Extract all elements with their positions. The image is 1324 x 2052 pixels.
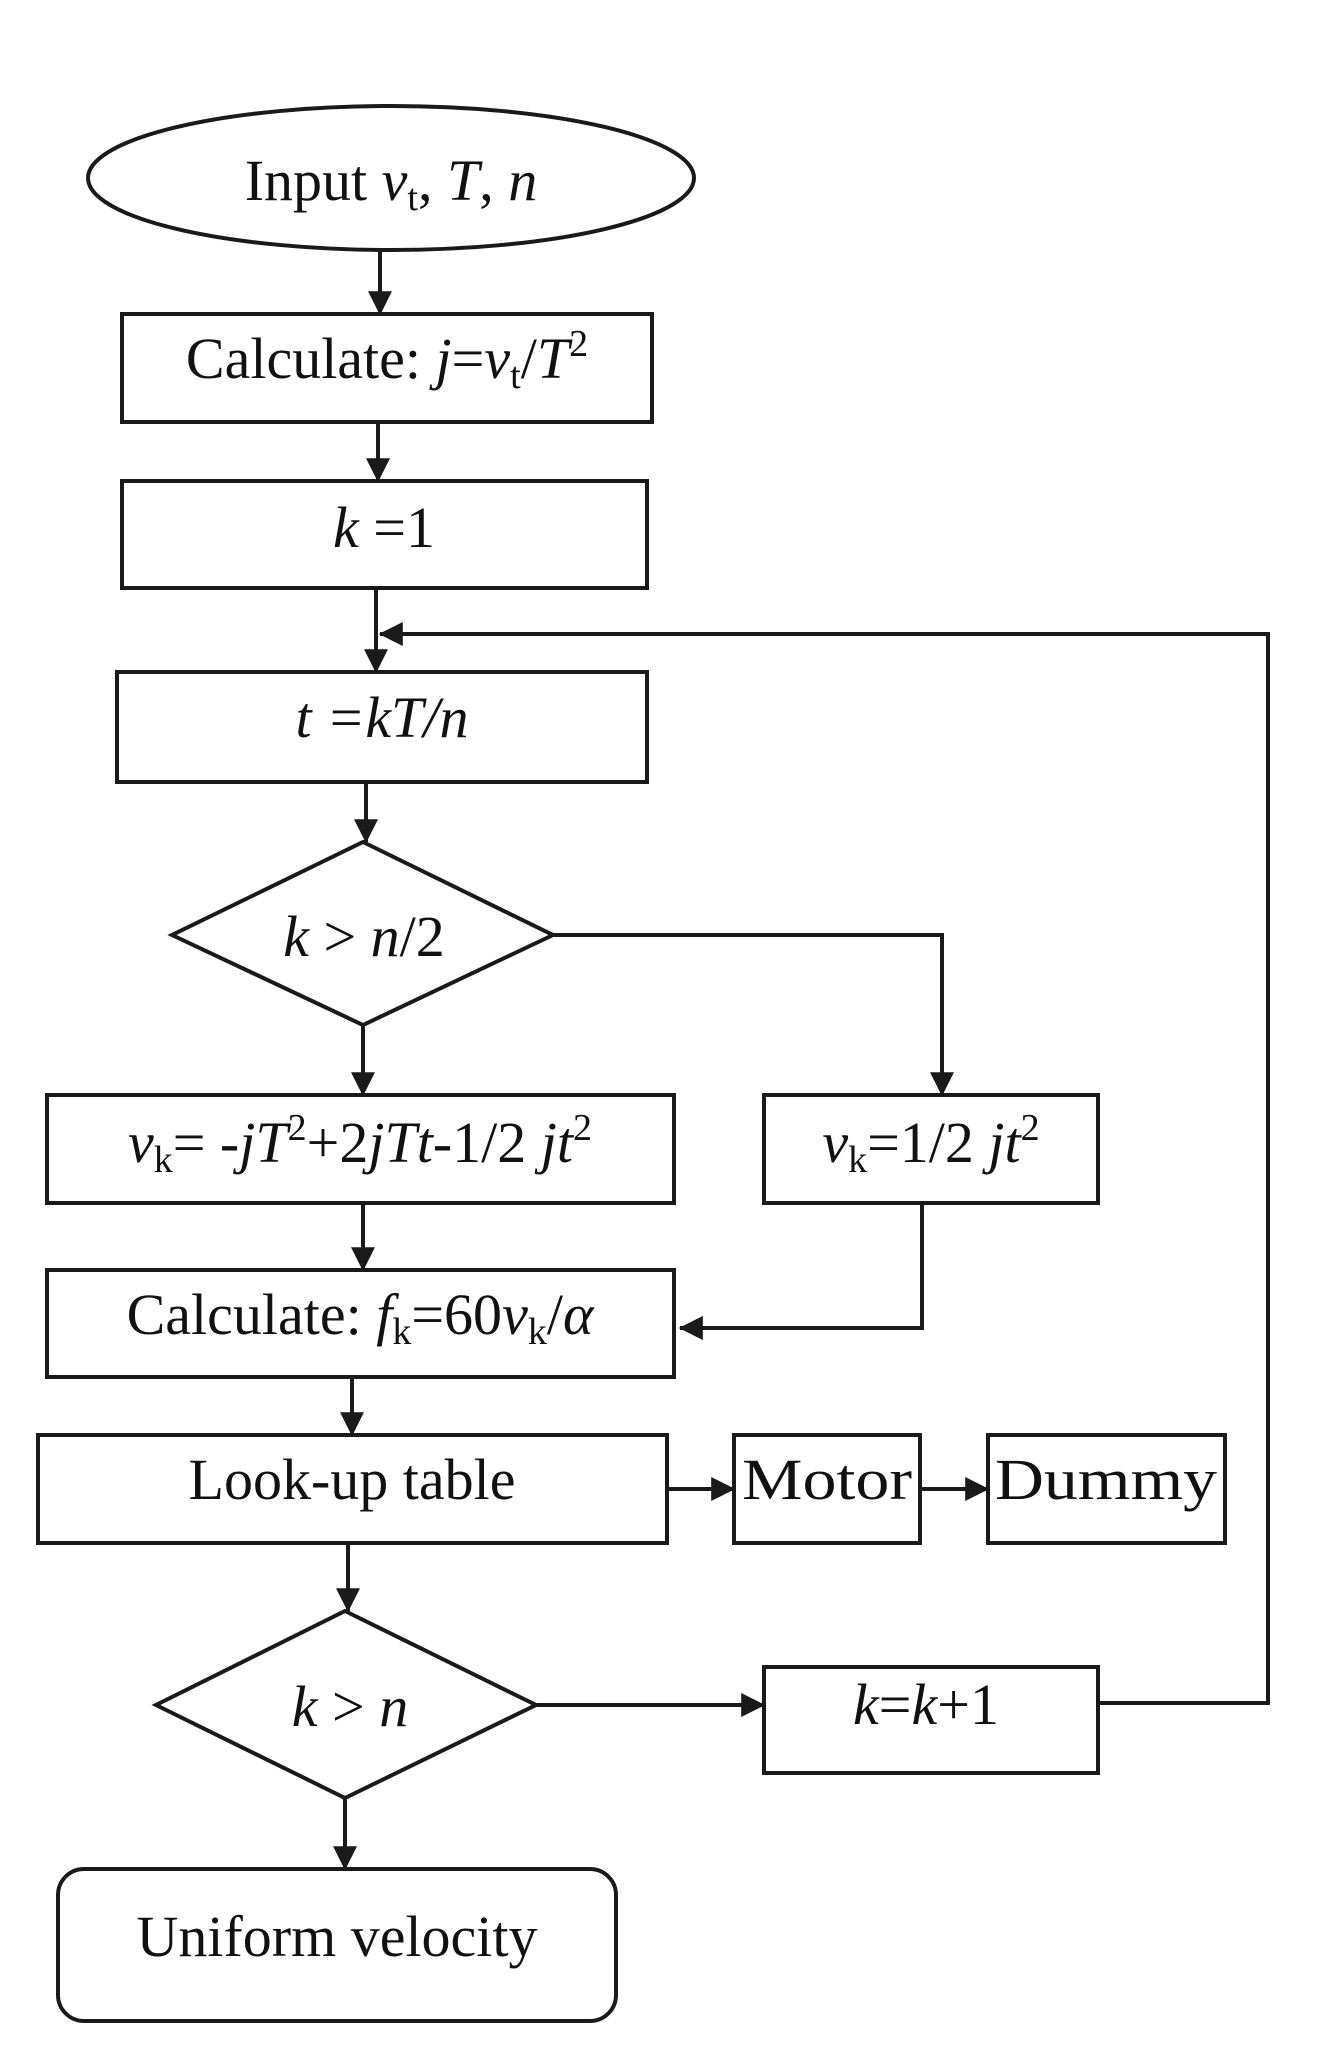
svg-text:Uniform velocity: Uniform velocity <box>136 1904 537 1969</box>
arrow-vk-accel-to-calc-f <box>678 1203 924 1340</box>
dummy-box: Dummy <box>986 1433 1227 1545</box>
svg-text:k > n: k > n <box>292 1674 408 1739</box>
svg-text:vk=1/2 jt2: vk=1/2 jt2 <box>822 1107 1039 1181</box>
svg-text:Calculate: j=vt/T2: Calculate: j=vt/T2 <box>186 323 588 397</box>
end-node: Uniform velocity <box>56 1867 618 2023</box>
arrow-cond-half-to-vk-accel <box>553 933 954 1097</box>
svg-text:Input vt, T, n: Input vt, T, n <box>245 148 538 219</box>
motor-box: Motor <box>732 1433 922 1545</box>
svg-text:t =kT/n: t =kT/n <box>296 685 469 750</box>
calculate-jerk-box: Calculate: j=vt/T2 <box>120 312 654 424</box>
time-calc-box: t =kT/n <box>115 670 649 784</box>
svg-text:vk= -jT2+2jTt-1/2 jt2: vk= -jT2+2jTt-1/2 jt2 <box>128 1107 592 1181</box>
svg-text:k =1: k =1 <box>333 495 435 560</box>
start-node: Input vt, T, n <box>86 104 696 252</box>
lookup-table-box: Look-up table <box>36 1433 669 1545</box>
calculate-frequency-box: Calculate: fk=60vk/α <box>45 1268 676 1379</box>
decision-half: k > n/2 <box>167 839 558 1028</box>
svg-text:Calculate: fk=60vk/α: Calculate: fk=60vk/α <box>127 1282 595 1353</box>
svg-text:Dummy: Dummy <box>995 1447 1217 1512</box>
velocity-accel-box: vk=1/2 jt2 <box>762 1093 1100 1205</box>
decision-end: k > n <box>151 1608 541 1801</box>
svg-text:Look-up table: Look-up table <box>189 1447 516 1512</box>
init-k-box: k =1 <box>120 479 649 590</box>
increment-k-box: k=k+1 <box>762 1665 1100 1775</box>
svg-text:Motor: Motor <box>742 1447 912 1512</box>
connectors <box>333 250 1270 1871</box>
svg-text:k > n/2: k > n/2 <box>283 904 445 969</box>
velocity-decel-box: vk= -jT2+2jTt-1/2 jt2 <box>45 1093 676 1205</box>
svg-text:k=k+1: k=k+1 <box>853 1672 999 1737</box>
loop-back-line <box>378 622 1270 1705</box>
